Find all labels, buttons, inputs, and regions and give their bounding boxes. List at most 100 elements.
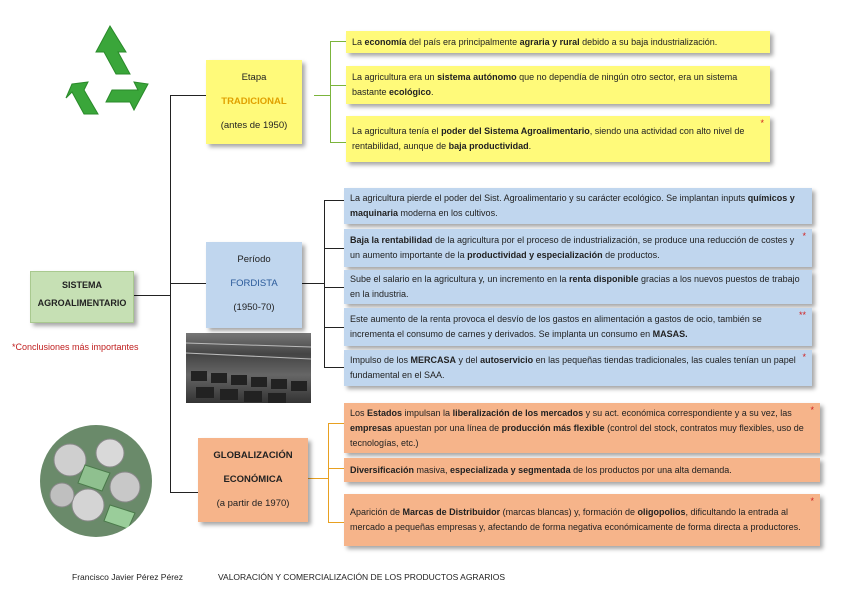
coins-money-photo — [40, 425, 152, 537]
text: , siendo una actividad con alto nivel de… — [352, 126, 745, 151]
bold-text: oligopolios — [637, 507, 686, 517]
stage-global-l2: ECONÓMICA — [223, 474, 283, 485]
connector — [330, 85, 346, 86]
stage-fordist: Período FORDISTA (1950-70) — [206, 242, 302, 328]
detail-text: Diversificación masiva, especializada y … — [350, 463, 732, 478]
connector — [328, 468, 344, 469]
detail-box: Este aumento de la renta provoca el desv… — [344, 308, 812, 346]
factory-photo — [185, 333, 312, 403]
connector — [324, 248, 344, 249]
stage-global-l3: (a partir de 1970) — [216, 498, 290, 509]
text: de productos. — [602, 250, 660, 260]
stage-global: GLOBALIZACIÓN ECONÓMICA (a partir de 197… — [198, 438, 308, 522]
bold-text: renta disponible — [568, 274, 639, 284]
text: . — [431, 87, 434, 97]
text: (control del stock, contratos muy flexib… — [350, 422, 804, 448]
text: . — [528, 141, 532, 151]
text: apuestan por una línea de — [392, 422, 502, 433]
connector — [170, 492, 206, 493]
text: Sube el salario en la agricultura y, un … — [350, 274, 569, 284]
detail-text: Impulso de los MERCASA y del autoservici… — [350, 353, 806, 383]
text: Aparición de — [350, 507, 403, 517]
stage-global-l1: GLOBALIZACIÓN — [213, 450, 293, 461]
detail-box: Sube el salario en la agricultura y, un … — [344, 270, 812, 304]
root-node: SISTEMA AGROALIMENTARIO — [30, 271, 134, 323]
detail-text: La agricultura pierde el poder del Sist.… — [350, 191, 806, 221]
text: de los productos por una alta demanda. — [570, 464, 732, 475]
bold-text: producción más flexible — [501, 422, 605, 433]
text: gracias a los nuevos puestos de trabajo … — [350, 274, 800, 299]
detail-box: Diversificación masiva, especializada y … — [344, 458, 820, 482]
detail-box: La economía del país era principalmente … — [346, 31, 770, 53]
connector — [170, 283, 206, 284]
text: y su act. económica correspondiente y a … — [583, 407, 792, 418]
text: que no dependía de ningún otro sector, e… — [352, 72, 738, 97]
connector — [170, 95, 206, 96]
bold-text: especializada y segmentada — [450, 464, 571, 475]
connector — [330, 142, 346, 143]
stage-traditional-l3: (antes de 1950) — [220, 120, 288, 131]
bold-text: MASAS. — [652, 329, 688, 339]
bold-text: liberalización de los mercados — [452, 407, 584, 418]
stage-traditional-l1: Etapa — [241, 72, 267, 83]
detail-text: La economía del país era principalmente … — [352, 35, 717, 50]
connector — [324, 287, 344, 288]
detail-text: La agricultura tenía el poder del Sistem… — [352, 124, 764, 154]
bold-text: economía — [364, 36, 407, 47]
text: moderna en los cultivos. — [398, 208, 498, 218]
text: (marcas blancas) y, formación de — [500, 507, 638, 517]
connector — [324, 200, 325, 368]
connector — [324, 200, 344, 201]
root-line2: AGROALIMENTARIO — [37, 298, 127, 308]
detail-text: La agricultura era un sistema autónomo q… — [352, 70, 764, 100]
connector — [324, 327, 344, 328]
detail-text: Este aumento de la renta provoca el desv… — [350, 312, 806, 342]
text: masiva, — [414, 464, 451, 475]
bold-text: Estados — [367, 407, 403, 418]
root-line1: SISTEMA — [61, 280, 102, 290]
bold-text: Baja la rentabilidad — [350, 235, 433, 245]
detail-text: Sube el salario en la agricultura y, un … — [350, 272, 806, 302]
bold-text: ecológico — [389, 87, 432, 97]
text: , dificultando la entrada al mercado a p… — [350, 507, 801, 532]
detail-box: Impulso de los MERCASA y del autoservici… — [344, 350, 812, 386]
bold-text: autoservicio — [480, 355, 534, 365]
connector — [170, 95, 171, 493]
detail-text: Aparición de Marcas de Distribuidor (mar… — [350, 505, 814, 535]
detail-box: La agricultura pierde el poder del Sist.… — [344, 188, 812, 224]
connector — [330, 41, 331, 143]
bold-text: productividad y especialización — [467, 250, 603, 260]
text: La — [352, 36, 365, 47]
connector — [324, 367, 344, 368]
bold-text: poder del Sistema Agroalimentario — [441, 126, 590, 136]
bold-text: agraria y rural — [519, 36, 580, 47]
connector — [308, 478, 328, 479]
connector — [328, 423, 329, 523]
detail-box: Los Estados impulsan la liberalización d… — [344, 403, 820, 453]
stage-fordist-l2: FORDISTA — [230, 278, 278, 289]
detail-box: La agricultura tenía el poder del Sistem… — [346, 116, 770, 162]
text: Impulso de los — [350, 355, 411, 365]
stage-fordist-l3: (1950-70) — [233, 302, 275, 313]
connector — [328, 423, 344, 424]
bold-text: químicos y maquinaria — [350, 193, 795, 218]
text: Los — [350, 407, 368, 418]
importance-star: * — [802, 231, 806, 241]
connector — [134, 295, 170, 296]
text: La agricultura tenía el — [352, 126, 442, 136]
stage-traditional-l2: TRADICIONAL — [221, 96, 287, 107]
bold-text: Marcas de Distribuidor — [402, 507, 501, 517]
stage-traditional: Etapa TRADICIONAL (antes de 1950) — [206, 60, 302, 144]
connector — [330, 41, 346, 42]
text: de la agricultura por el proceso de indu… — [350, 235, 795, 260]
connector — [302, 283, 324, 284]
text: en las pequeñas tiendas tradicionales, l… — [350, 355, 796, 380]
text: y del — [456, 355, 481, 365]
bold-text: sistema autónomo — [437, 72, 517, 82]
detail-box: La agricultura era un sistema autónomo q… — [346, 66, 770, 104]
important-note: *Conclusiones más importantes — [12, 342, 139, 352]
text: del país era principalmente — [406, 36, 520, 47]
connector — [328, 522, 344, 523]
footer-author: Francisco Javier Pérez Pérez — [72, 572, 184, 582]
importance-star: * — [810, 405, 814, 415]
